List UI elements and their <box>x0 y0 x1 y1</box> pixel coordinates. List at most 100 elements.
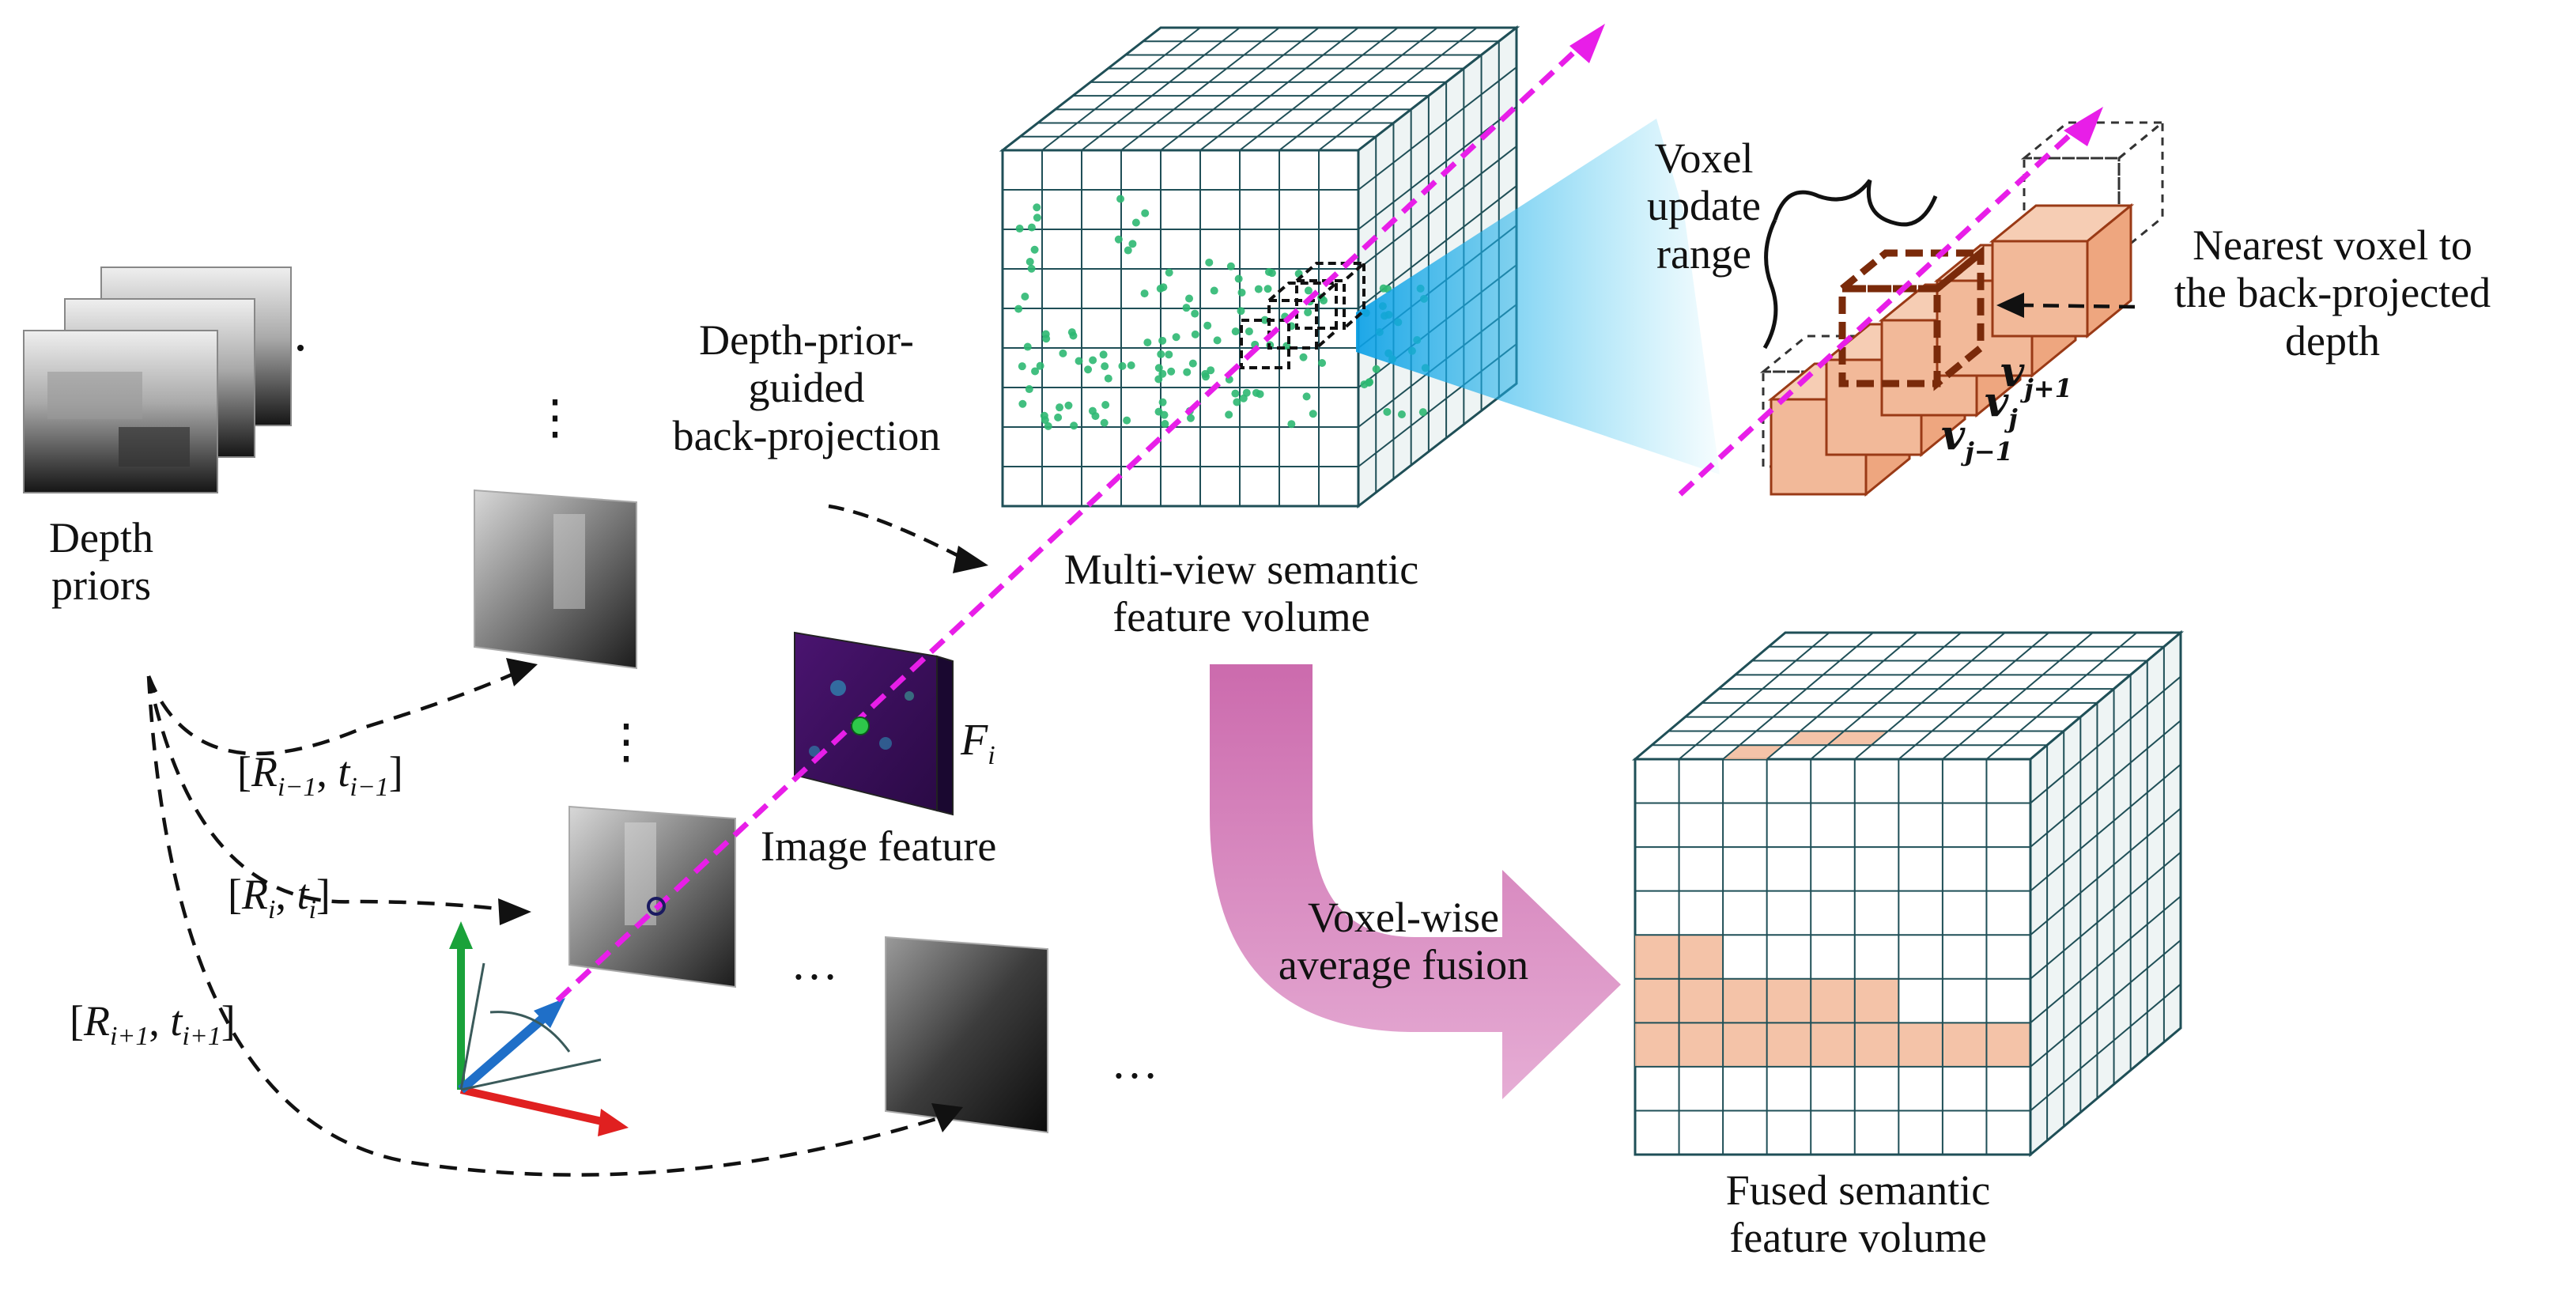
semantic-point <box>1088 406 1097 415</box>
pose-label-current: [Ri, ti] <box>228 871 330 924</box>
pose-arrows <box>146 666 950 1177</box>
voxel-range-brace <box>1773 179 1938 227</box>
depth-frame-lower <box>885 936 1048 1134</box>
semantic-point <box>1025 385 1033 394</box>
semantic-point <box>1156 285 1165 293</box>
semantic-point <box>1203 321 1212 330</box>
semantic-point <box>1226 262 1235 270</box>
semantic-point <box>1033 214 1041 222</box>
semantic-point <box>1188 359 1197 368</box>
ellipsis-vertical-2: ⋮ <box>602 716 650 768</box>
fusion-arrow <box>1210 664 1621 1099</box>
semantic-point <box>1157 350 1165 358</box>
depth-priors-label: Depth priors <box>49 514 153 610</box>
semantic-point <box>1014 304 1023 313</box>
semantic-point <box>1127 361 1135 370</box>
semantic-point <box>1042 335 1051 343</box>
semantic-point <box>1167 367 1176 376</box>
semantic-point <box>1318 358 1327 367</box>
semantic-point <box>1231 389 1240 398</box>
voxel-update-range-label: Voxel update range <box>1647 134 1761 278</box>
semantic-point <box>1101 400 1110 409</box>
semantic-point <box>1030 245 1039 254</box>
semantic-point <box>1267 269 1276 278</box>
semantic-point <box>1158 369 1167 378</box>
semantic-point <box>1027 264 1036 273</box>
semantic-point <box>1033 203 1041 212</box>
semantic-point <box>1018 362 1026 371</box>
semantic-point <box>1044 422 1052 430</box>
semantic-point <box>1309 410 1317 418</box>
semantic-point <box>1183 368 1192 376</box>
semantic-point <box>1233 398 1241 406</box>
fused-volume-label: Fused semantic feature volume <box>1725 1166 1991 1262</box>
semantic-point <box>1210 286 1218 295</box>
back-projection-ray <box>555 37 1590 1003</box>
voxel-symbol-next: vj+1 <box>2000 348 2072 403</box>
semantic-point <box>1027 223 1036 232</box>
semantic-point <box>1015 225 1024 233</box>
zoom-ray <box>1678 120 2086 497</box>
semantic-point <box>1116 195 1125 203</box>
voxel-beam <box>1356 119 1720 474</box>
depth-frame-current <box>568 805 736 989</box>
semantic-point <box>1089 356 1097 365</box>
semantic-point <box>1237 307 1245 316</box>
semantic-point <box>1372 365 1381 373</box>
semantic-point <box>1365 378 1374 387</box>
semantic-point <box>1054 413 1063 422</box>
ellipsis-vertical-1: ⋮ <box>531 391 579 444</box>
semantic-point <box>1234 274 1243 283</box>
semantic-point <box>1070 422 1078 430</box>
ellipsis-horizontal-1: … <box>791 937 838 989</box>
semantic-point <box>1131 218 1140 227</box>
pixel-point <box>647 897 666 916</box>
semantic-point <box>1237 288 1246 297</box>
depth-prior-stack <box>23 267 304 493</box>
fused-volume-cube <box>1631 629 2185 1158</box>
semantic-point <box>1161 420 1169 429</box>
pose-label-prev: [Ri−1, ti−1] <box>237 748 403 802</box>
voxel-wise-fusion-label: Voxel-wise average fusion <box>1278 894 1529 989</box>
semantic-point <box>1099 350 1108 359</box>
semantic-point <box>1231 327 1240 336</box>
semantic-point <box>1158 398 1167 406</box>
semantic-point <box>1172 333 1180 342</box>
semantic-point <box>1245 327 1253 336</box>
camera-axes-icon <box>449 921 629 1136</box>
semantic-point <box>1018 399 1027 408</box>
semantic-point <box>1383 407 1392 416</box>
semantic-point <box>1059 349 1067 357</box>
semantic-point <box>1186 414 1195 422</box>
semantic-point <box>1128 240 1137 248</box>
semantic-point <box>1205 258 1214 267</box>
semantic-point <box>1299 353 1308 361</box>
semantic-point <box>1263 285 1272 293</box>
semantic-point <box>1025 258 1034 267</box>
semantic-point <box>1100 418 1109 427</box>
semantic-point <box>1064 401 1073 410</box>
semantic-point <box>1118 361 1127 370</box>
multi-view-volume-label: Multi-view semantic feature volume <box>1063 546 1419 641</box>
semantic-point <box>1260 316 1269 324</box>
semantic-point <box>1304 308 1313 316</box>
semantic-point <box>1084 365 1093 374</box>
semantic-point <box>1154 364 1163 372</box>
semantic-point <box>1201 372 1210 381</box>
semantic-point <box>1141 209 1150 217</box>
semantic-point <box>1114 235 1123 244</box>
semantic-point <box>1182 304 1191 312</box>
semantic-point <box>1397 410 1406 419</box>
semantic-point <box>1158 336 1167 345</box>
semantic-point <box>1123 416 1131 425</box>
semantic-point <box>1143 338 1152 347</box>
nearest-voxel-label: Nearest voxel to the back-projected dept… <box>2174 221 2491 365</box>
voxel-symbol-prev: vj−1 <box>1941 411 2013 467</box>
ellipsis-horizontal-2: … <box>1111 1036 1158 1088</box>
semantic-point <box>1101 362 1109 371</box>
semantic-point <box>1023 342 1032 351</box>
semantic-point <box>1056 403 1064 412</box>
semantic-point <box>1165 268 1173 277</box>
image-feature-label: Image feature <box>761 822 997 870</box>
